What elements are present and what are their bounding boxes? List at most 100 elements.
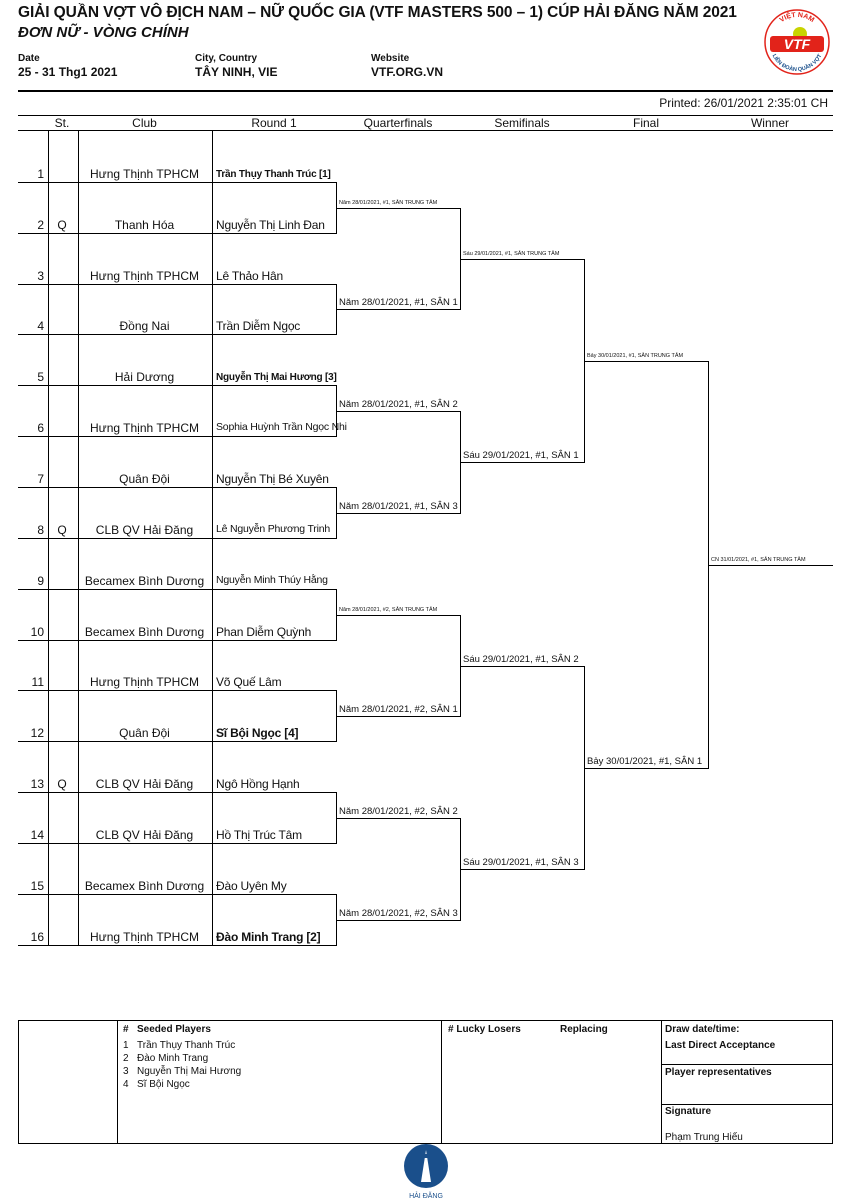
qf-line [336, 716, 460, 717]
signature-label: Signature [665, 1106, 712, 1117]
entry-club: Hưng Thịnh TPHCM [90, 675, 199, 689]
row-line [18, 182, 336, 183]
last-direct-label: Last Direct Acceptance [665, 1040, 776, 1051]
entry-club: Becamex Bình Dương [84, 625, 205, 639]
colhead-top-rule [18, 115, 833, 116]
sf-line [460, 462, 584, 463]
entry-number: 16 [30, 930, 44, 944]
city-value: TÂY NINH, VIE [195, 65, 278, 79]
sf-line [460, 869, 584, 870]
entry-number: 14 [30, 828, 44, 842]
sf-line [460, 666, 584, 667]
city-label: City, Country [195, 53, 258, 64]
entry-number: 2 [37, 218, 44, 232]
entry-player[interactable]: Lê Nguyễn Phương Trinh [216, 523, 331, 535]
col-sf: Semifinals [494, 116, 550, 130]
r1-schedule: Năm 28/01/2021, #1, SÂN 3 [339, 501, 458, 512]
entry-number: 11 [31, 675, 44, 689]
row-line [18, 843, 336, 844]
page-title: GIẢI QUẦN VỢT VÔ ĐỊCH NAM – NỮ QUỐC GIA … [18, 4, 737, 21]
colhead-bottom-rule [18, 130, 833, 131]
entry-club: Thanh Hóa [114, 218, 175, 232]
col-sep-club [78, 131, 79, 945]
row-line [18, 640, 336, 641]
entry-player[interactable]: Nguyễn Thị Mai Hương [3] [216, 372, 337, 383]
col-final: Final [632, 116, 659, 130]
entry-club: Hưng Thịnh TPHCM [90, 421, 199, 435]
entry-number: 10 [30, 625, 44, 639]
entry-number: 4 [37, 319, 44, 333]
entry-player[interactable]: Nguyễn Minh Thúy Hằng [216, 574, 328, 586]
entry-club: Đồng Nai [119, 319, 170, 333]
entry-club: Hưng Thịnh TPHCM [90, 930, 199, 944]
seed-name: Đào Minh Trang [137, 1053, 209, 1064]
entry-status: Q [57, 777, 67, 791]
entry-player[interactable]: Trần Diễm Ngọc [216, 319, 301, 333]
row-line [18, 589, 336, 590]
entry-player[interactable]: Nguyễn Thị Linh Đan [216, 218, 325, 232]
row-line [18, 741, 336, 742]
entry-number: 15 [30, 879, 44, 893]
entry-player[interactable]: Hồ Thị Trúc Tâm [216, 828, 302, 842]
seed-name: Sĩ Bội Ngọc [137, 1079, 190, 1090]
entry-number: 6 [37, 421, 44, 435]
qf-line [336, 513, 460, 514]
entry-player[interactable]: Phan Diễm Quỳnh [216, 625, 312, 639]
seed-number: 4 [123, 1079, 129, 1090]
entry-club: Hưng Thịnh TPHCM [90, 269, 199, 283]
col-round1: Round 1 [251, 116, 297, 130]
entry-club: Quân Đội [119, 472, 170, 486]
entry-club: CLB QV Hải Đăng [95, 828, 194, 842]
row-line [18, 334, 336, 335]
entry-player[interactable]: Đào Minh Trang [2] [216, 930, 321, 944]
r1-schedule: Năm 28/01/2021, #1, SÂN 2 [339, 399, 458, 410]
entry-status: Q [57, 523, 67, 537]
entry-player[interactable]: Lê Thảo Hân [216, 269, 283, 283]
entry-club: Hải Dương [114, 370, 175, 384]
final-schedule: CN 31/01/2021, #1, SÂN TRUNG TÂM [711, 557, 806, 563]
entry-number: 7 [37, 472, 44, 486]
row-line [18, 385, 336, 386]
r1-schedule: Năm 28/01/2021, #2, SÂN 1 [339, 704, 458, 715]
final-line [584, 768, 708, 769]
qf-schedule: Sáu 29/01/2021, #1, SÂN 1 [463, 450, 579, 461]
row-line [18, 487, 336, 488]
r1-schedule: Năm 28/01/2021, #1, SÂN 1 [339, 297, 458, 308]
row-line [18, 690, 336, 691]
sf-line [460, 259, 584, 260]
entry-player[interactable]: Nguyễn Thị Bé Xuyên [216, 472, 329, 486]
entry-player[interactable]: Trần Thụy Thanh Trúc [1] [216, 169, 331, 180]
entry-player[interactable]: Võ Quế Lâm [216, 675, 282, 689]
entry-player[interactable]: Đào Uyên My [216, 879, 287, 893]
final-line [584, 361, 708, 362]
qf-schedule: Sáu 29/01/2021, #1, SÂN 2 [463, 654, 579, 665]
entry-number: 12 [30, 726, 44, 740]
vtf-logo: VIỆT NAM VTF LIÊN ĐOÀN QUẦN VỢT [762, 4, 832, 76]
entry-player[interactable]: Sĩ Bội Ngọc [4] [216, 726, 299, 740]
printed-timestamp: Printed: 26/01/2021 2:35:01 CH [659, 96, 828, 110]
qf-line [336, 920, 460, 921]
entry-player[interactable]: Ngô Hồng Hạnh [216, 777, 300, 791]
entry-status: Q [57, 218, 67, 232]
qf-line [336, 309, 460, 310]
seeded-title: Seeded Players [137, 1024, 211, 1035]
entry-player[interactable]: Sophia Huỳnh Trần Ngọc Nhi [216, 421, 347, 433]
qf-schedule: Sáu 29/01/2021, #1, SÂN 3 [463, 857, 579, 868]
r1-schedule: Năm 28/01/2021, #2, SÂN 3 [339, 908, 458, 919]
row-line [18, 284, 336, 285]
player-reps-label: Player representatives [665, 1067, 772, 1078]
seeded-hash: # [123, 1024, 129, 1035]
entry-club: Becamex Bình Dương [84, 574, 205, 588]
entry-number: 8 [37, 523, 44, 537]
footer-divider-5 [661, 1104, 833, 1105]
col-qf: Quarterfinals [363, 116, 433, 130]
date-value: 25 - 31 Thg1 2021 [18, 65, 118, 79]
footer-box [18, 1020, 833, 1144]
col-winner: Winner [750, 116, 789, 130]
replacing-title: Replacing [560, 1024, 608, 1035]
sf-schedule: Bảy 30/01/2021, #1, SÂN 1 [587, 756, 703, 767]
entry-club: Hưng Thịnh TPHCM [90, 167, 199, 181]
seed-number: 1 [123, 1040, 129, 1051]
col-club: Club [132, 116, 157, 130]
footer-divider-2 [441, 1020, 442, 1144]
